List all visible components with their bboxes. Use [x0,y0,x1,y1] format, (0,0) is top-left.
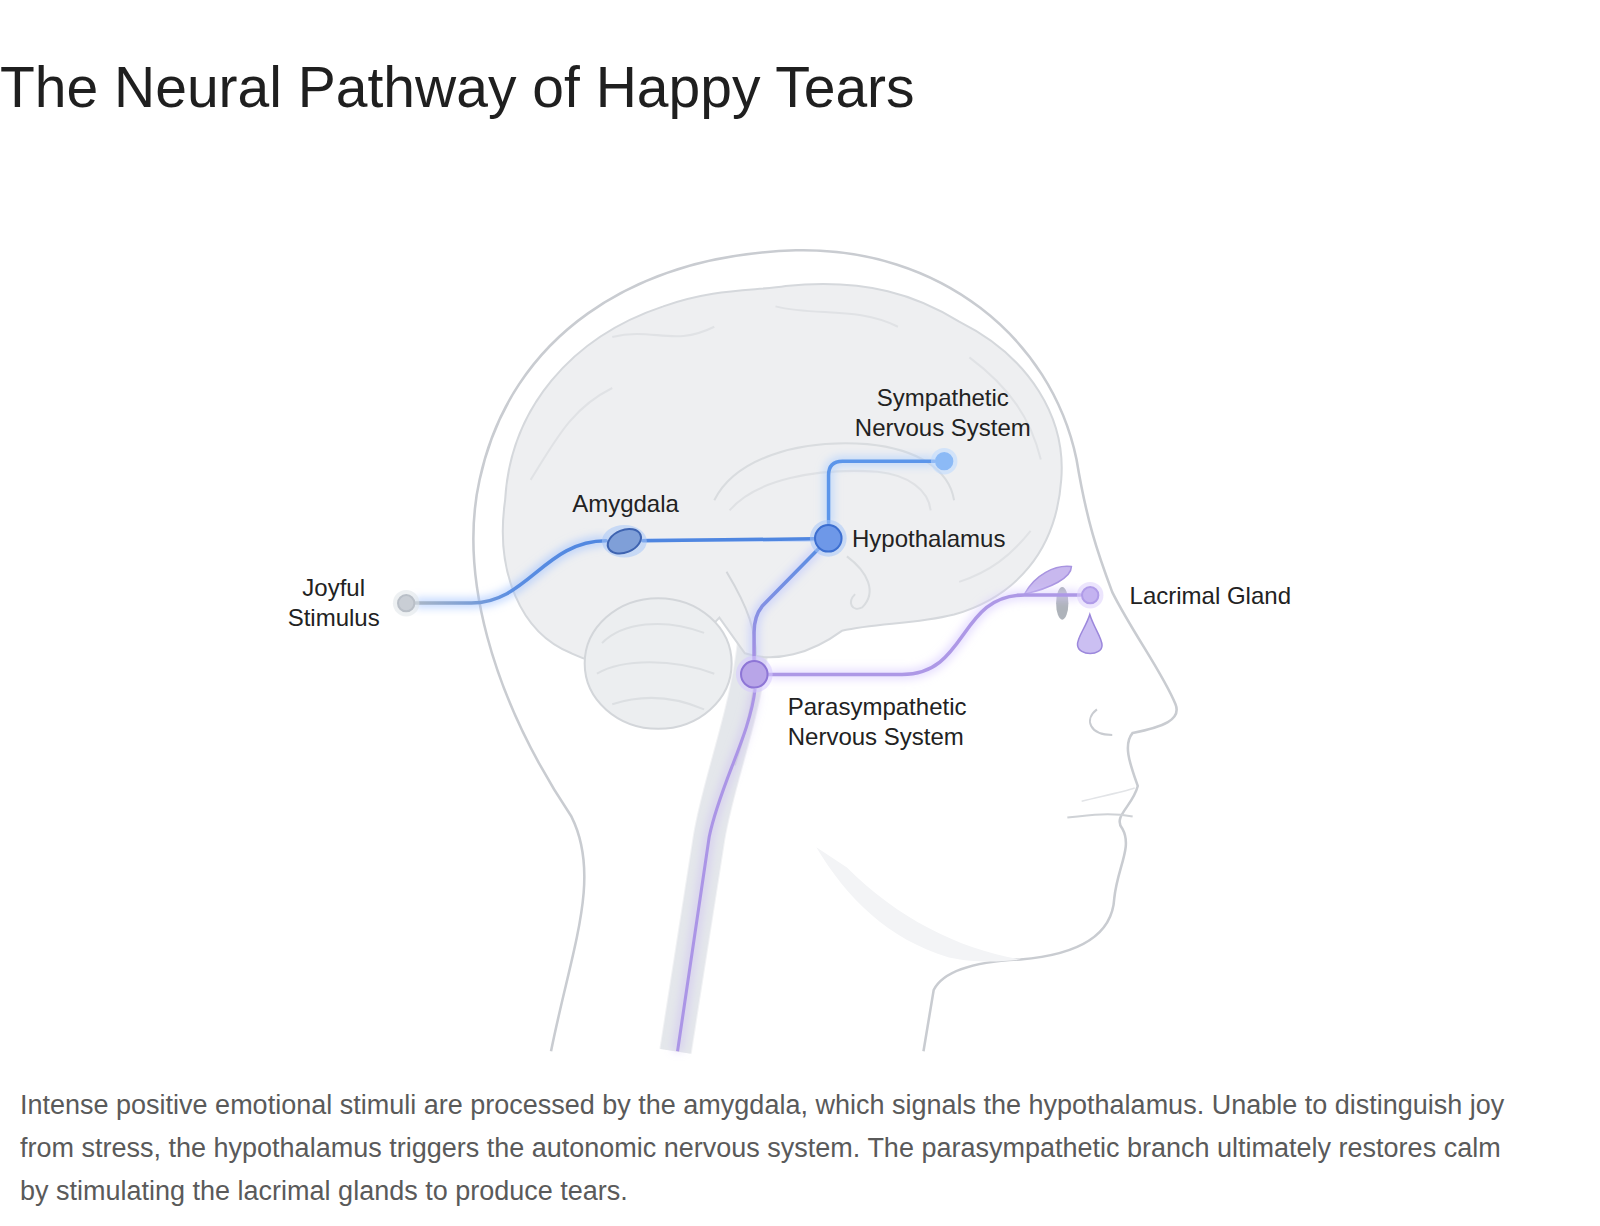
mouth-line [1067,814,1132,817]
nerve-glow [754,549,819,660]
node-label: Parasympathetic Nervous System [788,692,1007,752]
nerve-connector [768,595,1080,675]
node-shape [814,524,843,553]
spinal-cord-glow [678,689,756,1051]
node-shape [935,452,953,470]
nerve-connector [643,539,814,541]
nostril-line [1090,709,1112,735]
amygdala-shape [604,524,645,558]
parasympathetic-node: Parasympathetic Nervous System [740,660,769,689]
nerve-connector [415,541,606,603]
node-glow [602,524,647,557]
node-dot [1082,587,1098,603]
nerve-line [754,549,819,660]
head-outline [473,250,1176,1051]
tear-drop [1077,615,1102,654]
node-dot [815,526,842,553]
hypothalamus-node: Hypothalamus [814,524,843,553]
node-glow [931,448,958,475]
cerebrum [503,284,1062,664]
stimulus-node: Joyful Stimulus [397,594,415,612]
sympathetic-node: Sympathetic Nervous System [935,452,953,470]
nerve-glow [415,541,606,603]
amygdala-node: Amygdala [606,529,643,553]
node-glow [393,590,420,617]
node-glow [810,520,847,557]
node-glow [1077,582,1104,609]
node-label: Lacrimal Gland [1130,581,1354,611]
node-shape [397,594,415,612]
jaw-shade [816,847,1020,961]
cerebellum-folds [597,624,714,709]
node-label: Sympathetic Nervous System [841,383,1045,443]
node-label: Joyful Stimulus [278,573,390,633]
node-dot [398,595,414,611]
nerve-line [829,461,935,524]
spinal-cord-nerve [678,689,756,1051]
node-dot [936,453,952,469]
nerve-line [643,539,814,541]
node-shape [1081,586,1099,604]
node-shape [740,660,769,689]
diagram-caption: Intense positive emotional stimuli are p… [20,1084,1520,1213]
nerve-connector [829,461,935,524]
nerve-glow [643,539,814,541]
lip-line [1082,788,1135,801]
node-label: Hypothalamus [852,524,1076,554]
nerve-glow [768,595,1080,675]
node-label: Amygdala [554,489,697,519]
nerve-connector [754,549,819,660]
node-dot [741,661,768,688]
nerve-glow [829,461,935,524]
nerve-line [415,541,606,603]
pituitary-outline [847,556,870,608]
nerve-line [768,595,1080,675]
node-glow [736,656,773,693]
lacrimal-node: Lacrimal Gland [1081,586,1099,604]
node-shape [606,529,643,553]
diagram-title: The Neural Pathway of Happy Tears [0,52,915,122]
cerebellum [585,598,732,729]
